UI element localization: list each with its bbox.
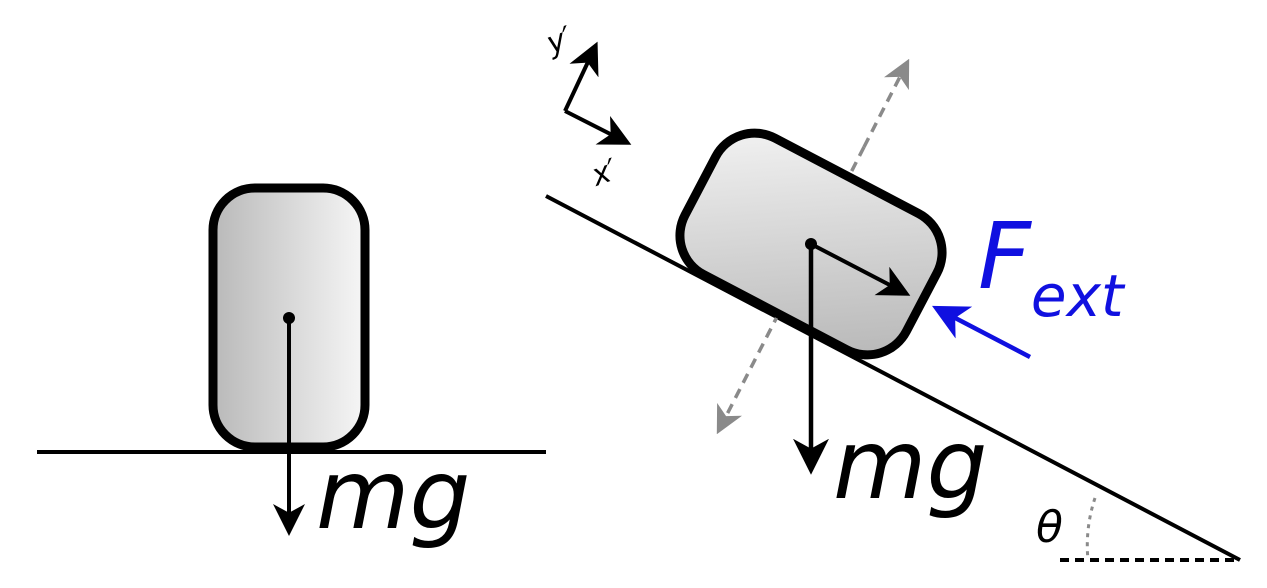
rotated-axes: y′ x′ <box>541 20 632 194</box>
axis-x-prime-arrow <box>564 109 632 145</box>
normal-axis-dashed <box>862 58 910 148</box>
axis-x-prime-label: x′ <box>586 152 622 194</box>
weight-label-tilted: mg <box>833 409 987 521</box>
right-figure: θ mg Fext y′ x′ <box>541 20 1241 562</box>
axis-y-prime-label: y′ <box>541 20 577 62</box>
external-force-label: Fext <box>978 203 1126 330</box>
external-force-symbol: F <box>978 203 1032 310</box>
external-force-subscript: ext <box>1031 262 1126 330</box>
incline-line <box>545 194 1241 562</box>
downslope-component-arrow <box>810 242 911 296</box>
weight-label: mg <box>316 439 470 551</box>
angle-label: θ <box>1036 502 1063 553</box>
external-force-arrow <box>932 305 1032 359</box>
axis-y-prime-arrow <box>563 41 599 112</box>
angle-arc <box>1085 497 1097 561</box>
left-figure: mg <box>37 183 546 551</box>
